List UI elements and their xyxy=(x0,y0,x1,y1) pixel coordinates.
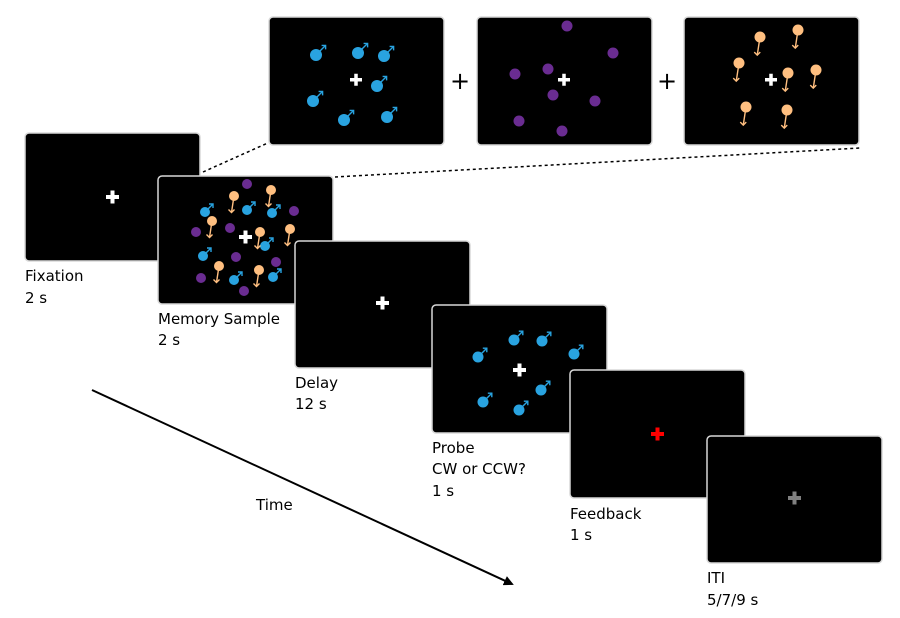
blue-dot-arrow-icon xyxy=(508,330,524,346)
orange-dot-arrow-icon xyxy=(253,265,264,288)
purple-dot-icon xyxy=(547,89,559,101)
plus-sign-1: + xyxy=(450,67,470,95)
blue-dot-arrow-icon xyxy=(310,44,327,61)
fixation-cross-icon xyxy=(106,190,119,204)
blue-items xyxy=(307,42,398,126)
orange-dot-arrow-icon xyxy=(206,216,217,239)
iti-screen xyxy=(706,435,883,564)
orange-dot-arrow-icon xyxy=(791,24,804,50)
purple-dot-icon xyxy=(513,115,525,127)
feedback-screen xyxy=(569,369,746,499)
blue-dot-arrow-icon xyxy=(371,75,388,92)
orange-dot-arrow-icon xyxy=(809,64,822,90)
orange-dot-arrow-icon xyxy=(265,185,276,208)
orange-dot-arrow-icon xyxy=(284,224,295,247)
purple-dot-icon xyxy=(561,20,573,32)
iti-duration: 5/7/9 s xyxy=(707,591,759,609)
blue-dot-arrow-icon xyxy=(229,271,243,285)
time-label: Time xyxy=(255,496,293,514)
blue-dot-arrow-icon xyxy=(338,109,355,126)
purple-dot-icon xyxy=(271,257,281,267)
fixation-duration: 2 s xyxy=(25,289,47,307)
probe-duration: 1 s xyxy=(432,482,454,500)
fixation-cross-icon xyxy=(513,363,526,377)
purple-dot-icon xyxy=(231,252,241,262)
blue-dot-arrow-icon xyxy=(472,347,488,363)
purple-dot-icon xyxy=(242,179,252,189)
orange-dot-arrow-icon xyxy=(780,104,793,130)
purple-items xyxy=(509,20,619,137)
blue-dot-arrow-icon xyxy=(267,204,281,218)
purple-set-panel xyxy=(476,16,653,146)
purple-dot-icon xyxy=(239,286,249,296)
memory-items xyxy=(191,179,299,296)
blue-dot-arrow-icon xyxy=(307,90,324,107)
blue-dot-arrow-icon xyxy=(568,344,584,360)
blue-dot-arrow-icon xyxy=(513,400,529,416)
orange-dot-arrow-icon xyxy=(739,101,752,127)
orange-dot-arrow-icon xyxy=(753,31,766,57)
purple-dot-icon xyxy=(509,68,521,80)
orange-dot-arrow-icon xyxy=(213,261,224,284)
blue-dot-arrow-icon xyxy=(268,268,282,282)
blue-dot-arrow-icon xyxy=(535,380,551,396)
delay-label: Delay xyxy=(295,374,338,392)
blue-dot-arrow-icon xyxy=(378,45,395,62)
purple-dot-icon xyxy=(191,227,201,237)
orange-dot-arrow-icon xyxy=(781,67,794,93)
memory-sample-label: Memory Sample xyxy=(158,310,280,328)
purple-dot-icon xyxy=(196,273,206,283)
fixation-cross-icon xyxy=(350,73,362,86)
memory-sample-duration: 2 s xyxy=(158,331,180,349)
feedback-label: Feedback xyxy=(570,505,642,523)
blue-dot-arrow-icon xyxy=(198,247,212,261)
fixation-label: Fixation xyxy=(25,267,84,285)
orange-dot-arrow-icon xyxy=(732,57,745,83)
blue-dot-arrow-icon xyxy=(352,42,369,59)
orange-dot-arrow-icon xyxy=(254,227,265,250)
purple-dot-icon xyxy=(542,63,554,75)
probe-screen xyxy=(431,304,608,434)
delay-screen xyxy=(294,240,471,369)
purple-dot-icon xyxy=(556,125,568,137)
blue-dot-arrow-icon xyxy=(536,331,552,347)
feedback-duration: 1 s xyxy=(570,526,592,544)
fixation-cross-icon xyxy=(239,230,252,244)
probe-items xyxy=(472,330,584,416)
zoom-line-left xyxy=(202,141,271,173)
probe-question: CW or CCW? xyxy=(432,460,526,478)
orange-items xyxy=(732,24,822,130)
fixation-cross-icon xyxy=(558,73,570,86)
time-arrow xyxy=(91,389,514,586)
purple-dot-icon xyxy=(289,206,299,216)
plus-sign-2: + xyxy=(657,67,677,95)
orange-dot-arrow-icon xyxy=(228,191,239,214)
iti-label: ITI xyxy=(707,569,725,587)
delay-duration: 12 s xyxy=(295,395,327,413)
blue-dot-arrow-icon xyxy=(200,203,214,217)
feedback-cross-icon xyxy=(651,427,664,441)
blue-dot-arrow-icon xyxy=(260,237,274,251)
purple-dot-icon xyxy=(607,47,619,59)
probe-label: Probe xyxy=(432,439,475,457)
fixation-cross-icon xyxy=(376,296,389,310)
zoom-line-right xyxy=(334,147,861,178)
blue-set-panel xyxy=(268,16,445,146)
iti-cross-icon xyxy=(788,491,801,505)
memory-sample-screen xyxy=(157,175,334,305)
purple-dot-icon xyxy=(225,223,235,233)
blue-dot-arrow-icon xyxy=(477,392,493,408)
fixation-cross-icon xyxy=(765,73,777,86)
blue-dot-arrow-icon xyxy=(242,201,256,215)
purple-dot-icon xyxy=(589,95,601,107)
blue-dot-arrow-icon xyxy=(381,106,398,123)
orange-set-panel xyxy=(683,16,860,146)
